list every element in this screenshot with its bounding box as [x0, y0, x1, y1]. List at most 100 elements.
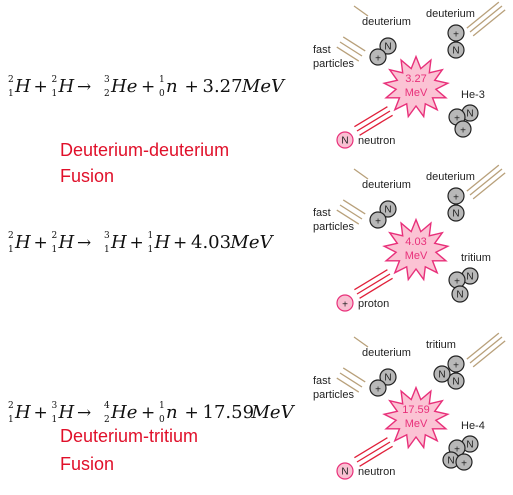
neutron-symbol: N — [452, 209, 459, 220]
plus-sign: + — [185, 77, 199, 97]
emitted-streaks — [354, 106, 393, 136]
burst-energy-value: 4.03 — [405, 236, 426, 248]
streak-line — [354, 269, 388, 291]
streak-line — [356, 441, 391, 463]
streak-line — [472, 172, 506, 200]
reaction-arrow: → — [77, 233, 91, 253]
energy-burst — [382, 217, 450, 282]
emitted-streaks — [354, 269, 393, 299]
incoming-streaks-right — [466, 164, 506, 200]
proton-symbol: + — [375, 217, 381, 228]
proton-circle — [447, 24, 465, 42]
neutron-particle: N — [447, 372, 465, 390]
mass-number: 3 — [52, 401, 58, 411]
emitted-particle-circle — [336, 462, 354, 480]
label-product-heavy: He-4 — [461, 420, 485, 432]
mass-number: 2 — [8, 75, 14, 85]
proton-circle — [369, 211, 387, 229]
label-reactant-left: deuterium — [362, 179, 411, 191]
proton-particle: + — [447, 187, 465, 205]
reaction-title: Fusion — [60, 166, 114, 186]
neutron-symbol: N — [438, 370, 445, 381]
neutron-particle: N — [379, 200, 397, 218]
label-product-light: neutron — [358, 135, 395, 147]
neutron-circle — [433, 365, 451, 383]
emitted-proton: + — [336, 294, 354, 312]
nuclide-symbol: H — [154, 232, 171, 253]
proton-circle — [369, 379, 387, 397]
label-particles: particles — [313, 389, 354, 401]
proton-symbol: + — [453, 30, 459, 41]
neutron-circle — [379, 368, 397, 386]
neutron-circle — [447, 372, 465, 390]
streak-line — [353, 336, 369, 348]
streak-line — [354, 437, 388, 459]
streak-line — [353, 168, 369, 180]
proton-circle — [447, 187, 465, 205]
label-product-light: neutron — [358, 466, 395, 478]
neutron-circle — [451, 285, 469, 303]
nuclide-symbol: H — [58, 402, 75, 423]
neutron-particle: N — [451, 285, 469, 303]
neutron-symbol: N — [384, 373, 391, 384]
mass-number: 1 — [159, 75, 165, 85]
proton-particle: + — [448, 271, 466, 289]
proton-particle: + — [447, 24, 465, 42]
proton-circle — [455, 453, 473, 471]
proton-symbol: + — [454, 445, 460, 456]
neutron-particle: N — [461, 435, 479, 453]
atomic-number: 0 — [159, 89, 165, 99]
neutron-symbol: N — [466, 440, 473, 451]
energy-burst — [382, 385, 450, 450]
label-particles: particles — [313, 221, 354, 233]
burst-energy-value: 17.59 — [402, 404, 430, 416]
nuclide-symbol: H — [110, 232, 127, 253]
label-reactant-left: deuterium — [362, 347, 411, 359]
proton-particle: + — [369, 379, 387, 397]
neutron-circle — [447, 204, 465, 222]
reaction-arrow: → — [77, 403, 91, 423]
proton-particle: + — [454, 120, 472, 138]
plus-sign: + — [141, 403, 155, 423]
reaction-title: Deuterium-tritium — [60, 426, 198, 446]
streak-line — [469, 5, 503, 33]
streak-line — [342, 36, 366, 52]
incoming-streaks-right — [466, 1, 506, 37]
streak-line — [339, 41, 363, 57]
reaction-diagram-1: deuteriumdeuteriumfastparticles3.27MeVN+… — [313, 1, 506, 149]
label-product-light: proton — [358, 298, 389, 310]
reaction-title: Deuterium-deuterium — [60, 140, 229, 160]
streak-line — [339, 372, 363, 388]
streak-line — [469, 168, 503, 196]
streak-line — [339, 204, 363, 220]
streak-line — [356, 273, 391, 295]
plus-sign: + — [185, 403, 199, 423]
atomic-number: 1 — [8, 89, 14, 99]
atomic-number: 1 — [8, 245, 14, 255]
emitted-particle-symbol: N — [341, 467, 348, 478]
neutron-symbol: N — [466, 272, 473, 283]
neutron-particle: N — [461, 267, 479, 285]
burst-energy-unit: MeV — [405, 250, 428, 262]
streak-line — [342, 199, 366, 215]
emitted-particle-symbol: N — [341, 136, 348, 147]
neutron-symbol: N — [452, 377, 459, 388]
proton-particle: + — [369, 48, 387, 66]
streak-line — [472, 9, 506, 37]
neutron-particle: N — [461, 104, 479, 122]
streak-line — [469, 336, 503, 364]
reaction-diagram-2: deuteriumdeuteriumfastparticles4.03MeVN+… — [313, 164, 506, 312]
emitted-particle-symbol: + — [342, 300, 348, 311]
burst-energy-unit: MeV — [405, 87, 428, 99]
atomic-number: 2 — [104, 89, 110, 99]
incoming-streaks-right — [466, 332, 506, 368]
atomic-number: 1 — [52, 415, 58, 425]
atomic-number: 2 — [104, 415, 110, 425]
reaction-diagram-3: deuteriumtritiumfastparticles17.59MeVN++… — [313, 332, 506, 480]
streak-line — [466, 1, 500, 29]
plus-sign: + — [173, 233, 187, 253]
neutron-particle: N — [447, 204, 465, 222]
burst-energy-value: 3.27 — [405, 73, 426, 85]
